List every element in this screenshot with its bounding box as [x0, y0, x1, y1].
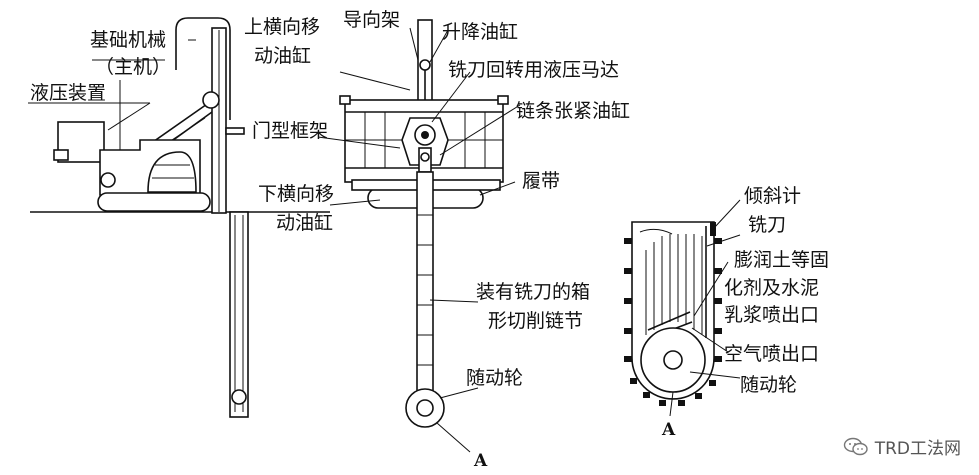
left-labels: 基础机械 （主机） 液压装置 上横向移 动油缸 门型框架 下横向移 动油缸: [30, 16, 334, 234]
label-cutter: 铣刀: [748, 214, 786, 236]
watermark: TRD工法网: [843, 434, 961, 459]
label-point-a-mid: A: [473, 451, 488, 471]
label-hydraulic-unit: 液压装置: [30, 82, 106, 104]
label-point-a-right: A: [661, 420, 676, 440]
right-labels: 倾斜计 铣刀 膨润土等固 化剂及水泥 乳浆喷出口 空气喷出口 随动轮 A: [661, 185, 829, 440]
label-slurry-outlet: 膨润土等固: [734, 249, 829, 271]
watermark-text: TRD工法网: [874, 439, 961, 459]
label-lower-lateral-cylinder: 下横向移: [258, 183, 334, 205]
label-inclinometer: 倾斜计: [744, 185, 801, 207]
middle-leader-lines: [317, 27, 521, 453]
label-slurry-outlet-2: 化剂及水泥: [724, 277, 819, 299]
label-upper-lateral-cylinder: 上横向移: [244, 16, 320, 38]
label-lift-cylinder: 升降油缸: [442, 21, 518, 43]
cutter-detail-drawing: [624, 221, 722, 406]
label-rotary-motor: 铣刀回转用液压马达: [448, 59, 619, 81]
label-air-outlet: 空气喷出口: [724, 343, 819, 365]
wechat-icon: [843, 437, 868, 455]
label-guide-frame: 导向架: [343, 9, 400, 31]
label-gantry-frame: 门型框架: [252, 120, 328, 142]
label-base-machine: 基础机械: [90, 29, 166, 51]
label-chain-box: 装有铣刀的箱: [476, 281, 590, 303]
label-slurry-outlet-3: 乳浆喷出口: [724, 304, 819, 326]
label-follower-wheel-right: 随动轮: [740, 374, 797, 396]
label-lower-lateral-cylinder-2: 动油缸: [276, 212, 333, 234]
right-leader-lines: [669, 199, 741, 417]
label-base-machine-sub: （主机）: [95, 56, 171, 78]
label-upper-lateral-cylinder-2: 动油缸: [254, 45, 311, 67]
label-crawler: 履带: [522, 170, 560, 192]
middle-labels: 导向架 升降油缸 铣刀回转用液压马达 链条张紧油缸 履带 装有铣刀的箱 形切削链…: [343, 9, 630, 471]
left-leader-lines: [28, 39, 196, 150]
label-follower-wheel-mid: 随动轮: [466, 367, 523, 389]
gantry-drawing: [339, 19, 509, 428]
base-machine-drawing: [30, 17, 330, 418]
label-chain-tension-cylinder: 链条张紧油缸: [516, 100, 630, 122]
label-chain-box-2: 形切削链节: [488, 310, 583, 332]
